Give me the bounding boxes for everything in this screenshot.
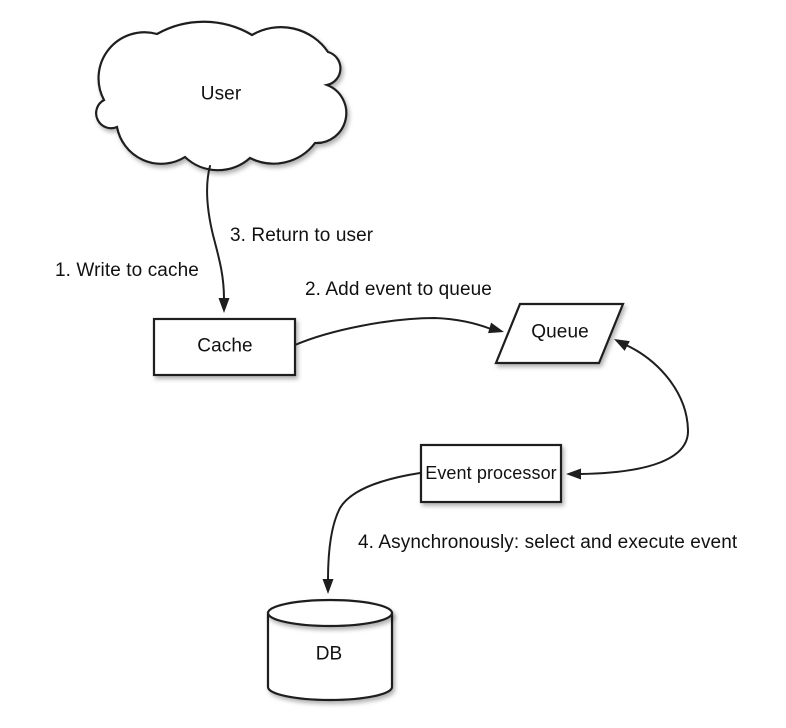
user-cloud-shape: [95, 20, 348, 172]
queue-parallelogram-shape: [494, 302, 625, 365]
arrow-user-to-cache: [206, 165, 225, 300]
arrowhead-into-queue-right: [614, 339, 630, 351]
arrowhead-into-event-processor: [566, 468, 581, 480]
node-label-cache: Cache: [197, 335, 253, 357]
step-label-2-add-event-to-queue: 2. Add event to queue: [305, 279, 492, 300]
node-label-event-processor: Event processor: [425, 463, 557, 484]
arrowhead-into-db: [322, 579, 334, 594]
node-label-user: User: [200, 83, 242, 105]
arrowhead-into-queue-left: [488, 322, 504, 334]
db-cylinder-top-shape: [266, 598, 394, 628]
arrow-event-processor-to-db: [327, 472, 421, 581]
cache-box-shape: [152, 317, 297, 377]
step-label-1-write-to-cache: 1. Write to cache: [55, 260, 199, 281]
node-label-queue: Queue: [531, 321, 589, 343]
arrow-queue-event-processor: [579, 344, 690, 475]
arrowhead-into-cache: [218, 298, 230, 313]
arrow-cache-to-queue: [294, 316, 492, 346]
step-label-3-return-to-user: 3. Return to user: [230, 225, 374, 246]
db-cylinder-body-shape: [266, 611, 394, 702]
node-label-db: DB: [315, 643, 343, 665]
event-processor-box-shape: [419, 443, 563, 504]
step-label-4-asynchronously: 4. Asynchronously: select and execute ev…: [358, 532, 738, 553]
